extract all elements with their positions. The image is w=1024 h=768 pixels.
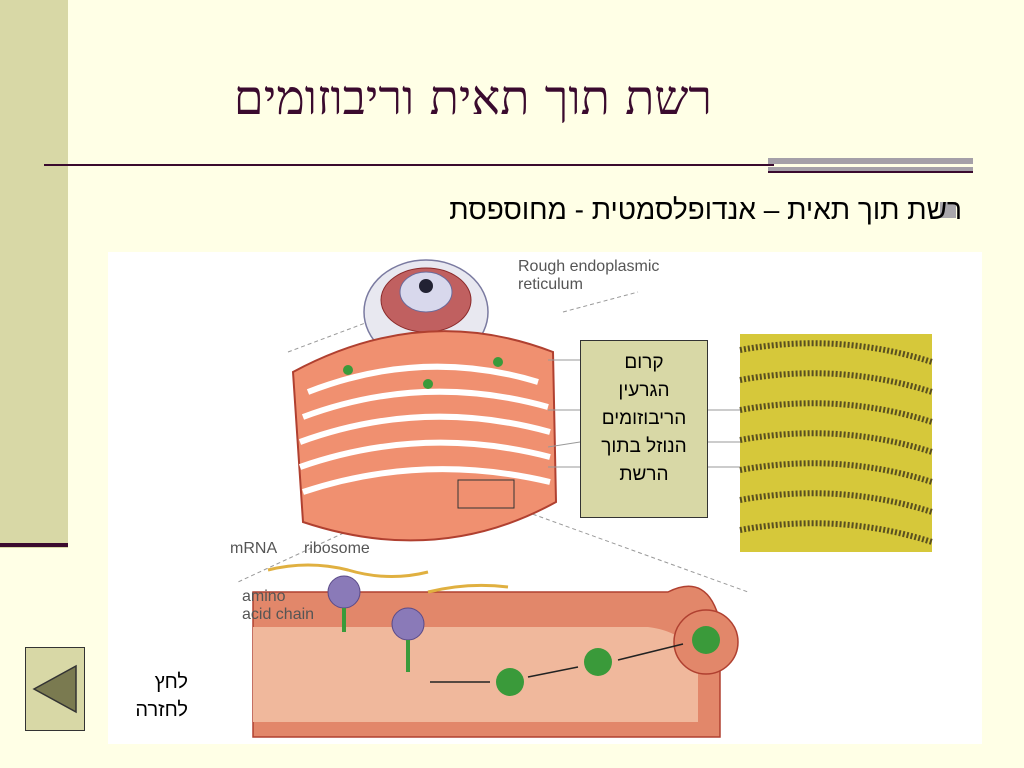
left-decor-line — [0, 543, 68, 547]
zoom-line — [512, 506, 749, 593]
back-button[interactable] — [25, 647, 85, 731]
bullet-text: רשת תוך תאית – אנדופלסמטית - מחוספסת — [449, 194, 962, 225]
left-decor-band — [0, 0, 68, 548]
callout-line-fluid: הנוזל בתוך — [601, 436, 687, 457]
slide-title: רשת תוך תאית וריבוזומים — [233, 70, 712, 126]
callout-box: קרום הגרעין הריבוזומים הנוזל בתוך הרשת — [580, 340, 708, 518]
title-bar-decor — [768, 158, 973, 178]
zoom-line — [562, 291, 639, 313]
callout-line-network: הרשת — [619, 464, 669, 485]
label-amino-acid-chain: amino acid chain — [242, 588, 315, 623]
triangle-left-icon — [32, 664, 77, 714]
bullet-square-icon — [940, 202, 956, 218]
label-rough-er: Rough endoplasmic reticulum — [518, 258, 660, 293]
callout-line-nucleus: הגרעין — [618, 380, 670, 401]
back-label[interactable]: לחץ לחזרה — [112, 668, 188, 724]
micrograph-image — [739, 334, 933, 552]
er-diagram-svg — [237, 259, 933, 738]
title-rule — [44, 164, 774, 166]
callout-line-ribosomes: הריבוזומים — [601, 408, 687, 429]
er-illustration: Rough endoplasmic reticulum mRNA ribosom… — [108, 252, 982, 744]
callout-line-membrane: קרום — [624, 352, 664, 373]
label-mrna: mRNA — [230, 540, 278, 557]
rough-er-stack — [291, 330, 558, 542]
leader-line — [547, 441, 581, 448]
er-cross-section — [252, 563, 739, 738]
label-ribosome: ribosome — [304, 540, 370, 557]
